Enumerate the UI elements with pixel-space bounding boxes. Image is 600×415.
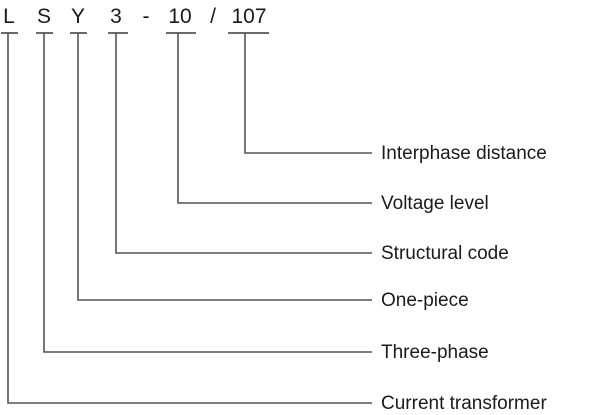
code-char-s: S: [37, 5, 51, 28]
callout-labels-group: Interphase distance Voltage level Struct…: [381, 143, 547, 414]
callout-label-one-piece: One-piece: [381, 290, 469, 311]
callout-label-interphase-distance: Interphase distance: [381, 143, 547, 164]
leader-line-interphase-distance: [244, 33, 372, 154]
leader-line-one-piece: [77, 33, 372, 301]
code-char-l: L: [3, 5, 15, 28]
code-char-y: Y: [71, 5, 85, 28]
leader-line-voltage-level: [177, 33, 372, 204]
callout-label-current-transformer: Current transformer: [381, 393, 547, 414]
leader-line-structural-code: [115, 33, 372, 254]
code-char-107: 107: [231, 5, 266, 28]
code-char-3: 3: [110, 5, 122, 28]
callout-label-structural-code: Structural code: [381, 243, 509, 264]
code-char-dash: -: [143, 5, 150, 28]
callout-label-voltage-level: Voltage level: [381, 193, 489, 214]
code-char-slash: /: [210, 5, 216, 28]
leader-line-current-transformer: [7, 33, 372, 404]
code-char-10: 10: [168, 5, 191, 28]
code-string-group: L S Y 3 - 10 / 107: [3, 5, 266, 28]
leader-lines-group: [7, 33, 372, 404]
callout-label-three-phase: Three-phase: [381, 342, 489, 363]
leader-line-three-phase: [43, 33, 372, 353]
